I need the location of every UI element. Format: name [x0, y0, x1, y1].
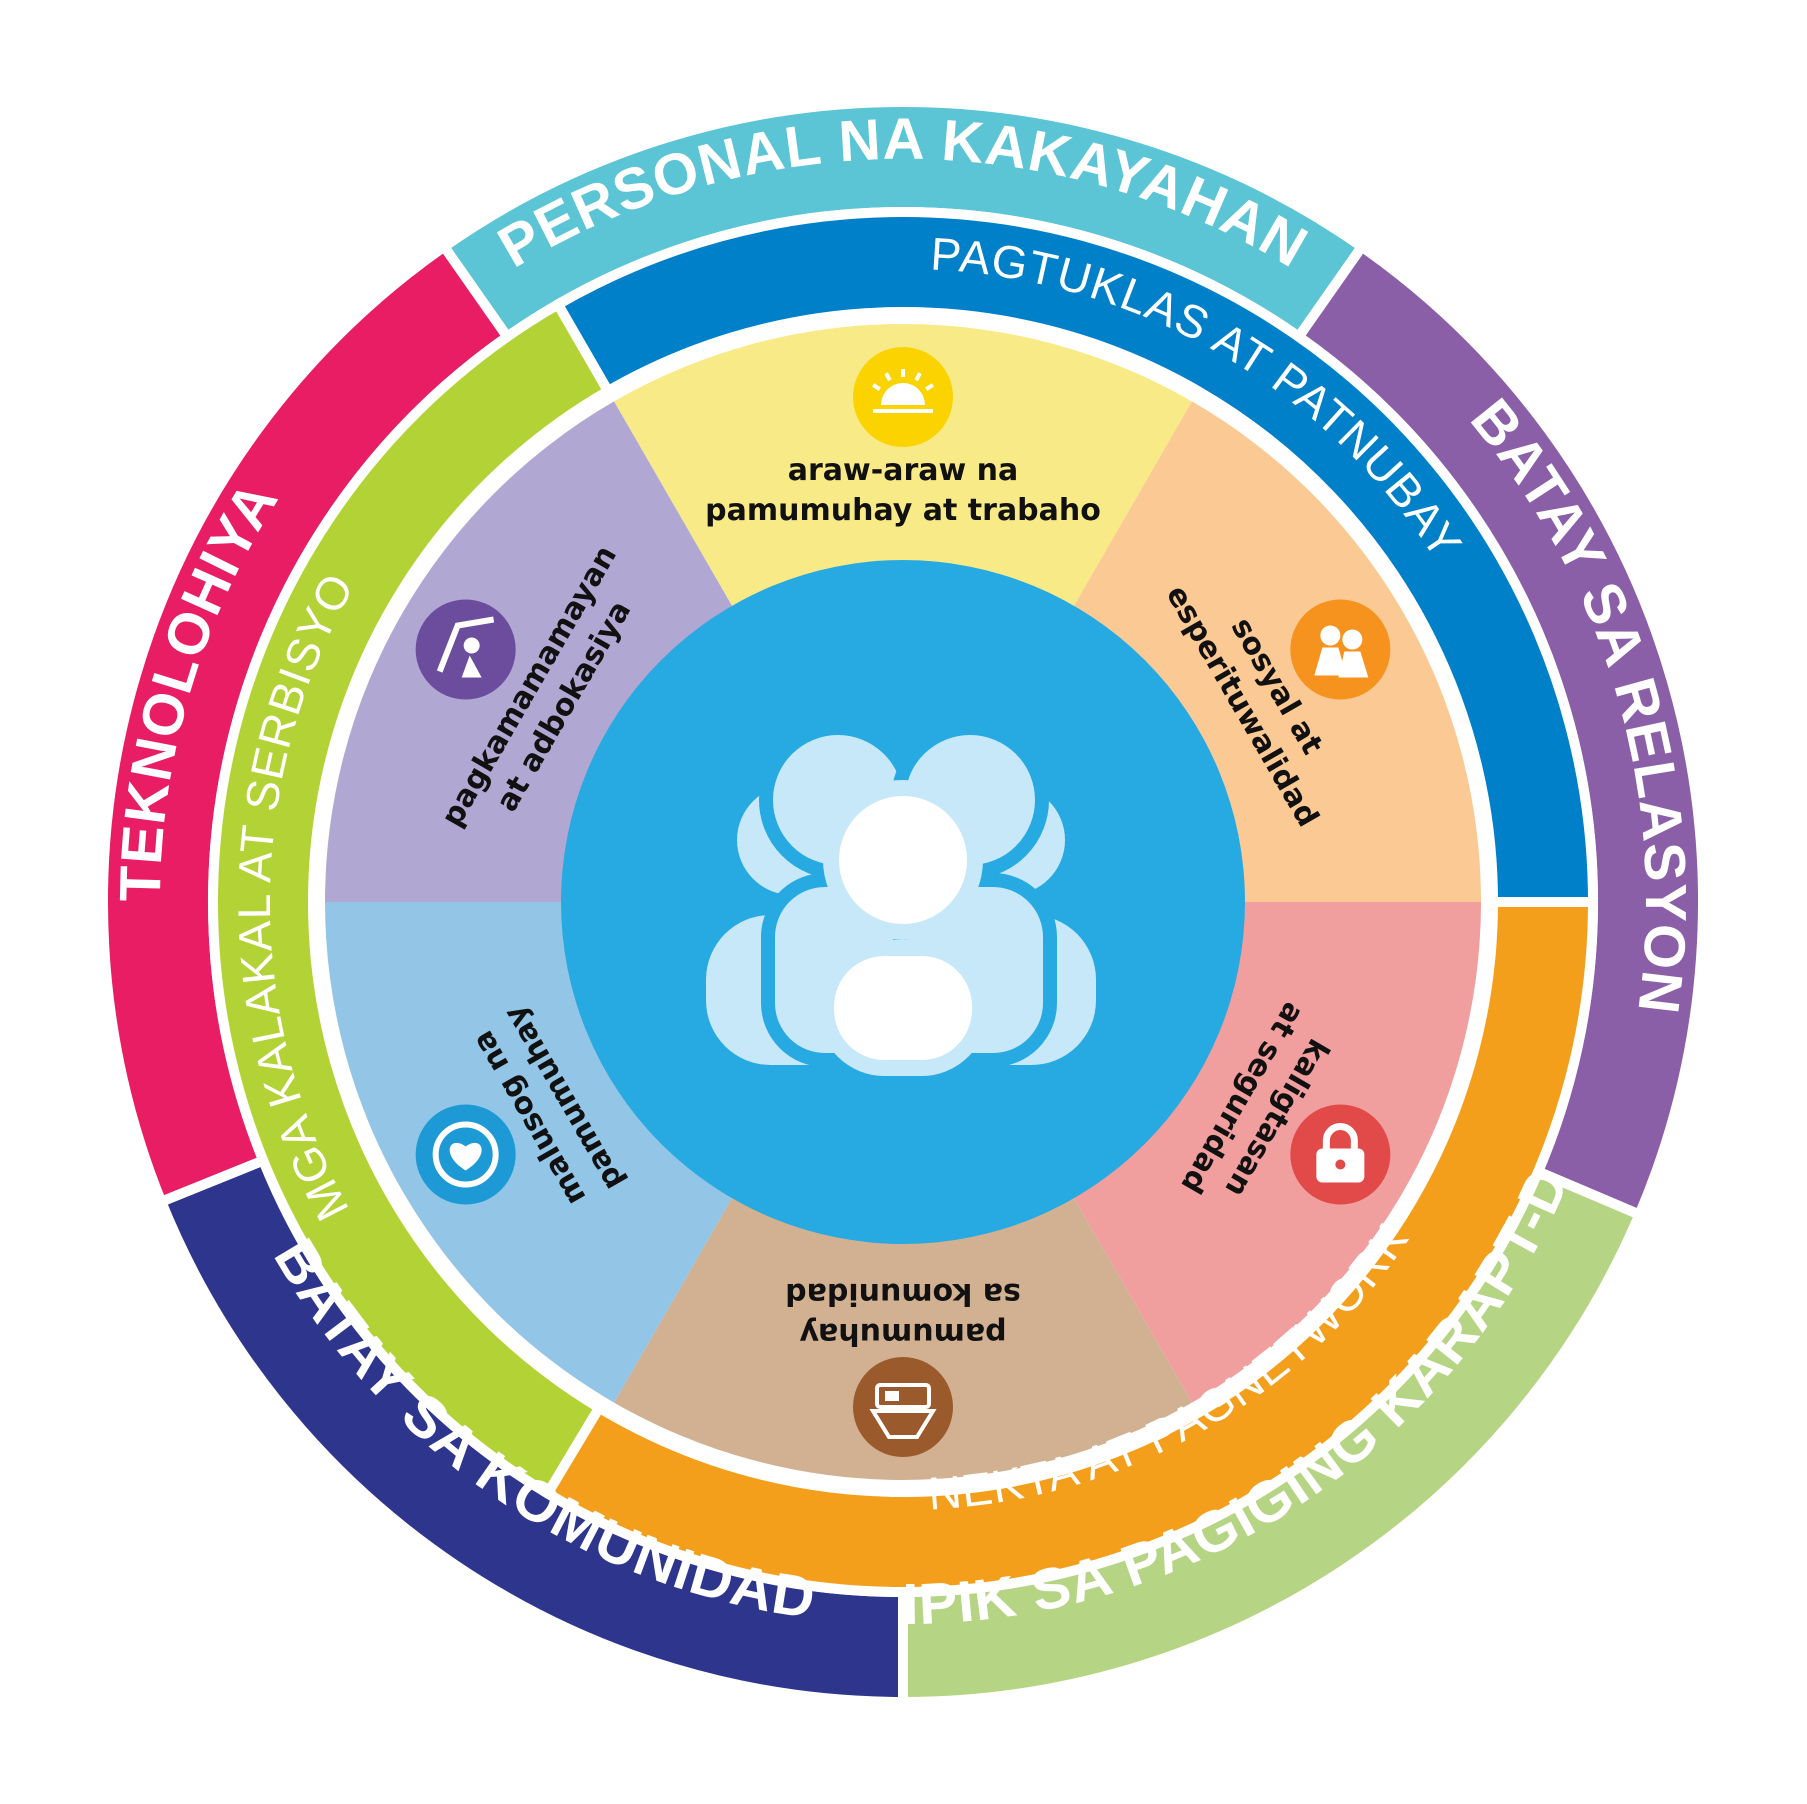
advocacy-icon — [415, 599, 516, 700]
ring-divider — [209, 208, 1597, 1596]
segment-label-line: araw-araw na — [788, 453, 1019, 488]
center-hub — [561, 560, 1245, 1244]
lock-icon — [1290, 1104, 1391, 1205]
people-group-icon — [706, 721, 1096, 1076]
segment-label-line: pamumuhay — [799, 1316, 1007, 1351]
sunrise-icon — [853, 347, 953, 447]
segment-1: araw-araw na pamumuhay at trabaho — [705, 347, 1101, 528]
heart-health-icon — [415, 1104, 516, 1205]
segment-label-line: sa komunidad — [785, 1276, 1021, 1311]
segment-4: pamumuhay sa komunidad — [785, 1276, 1021, 1457]
shop-icon — [853, 1357, 953, 1457]
segment-label-line: pamumuhay at trabaho — [705, 493, 1101, 528]
people-group-icon — [1290, 599, 1391, 700]
